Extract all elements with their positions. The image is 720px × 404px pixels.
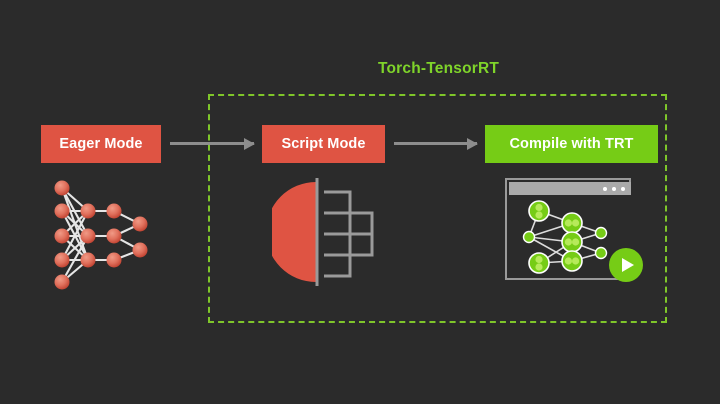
window-titlebar — [509, 182, 631, 195]
stage-label-script-mode: Script Mode — [281, 136, 366, 152]
stage-label-compile-with-trt: Compile with TRT — [509, 136, 634, 152]
compiled-engine-window-icon — [505, 178, 643, 288]
window-frame — [505, 178, 631, 280]
window-dot-icon — [621, 186, 625, 191]
window-dot-icon — [612, 186, 616, 191]
stage-box-script-mode[interactable]: Script Mode — [262, 125, 385, 163]
play-button[interactable] — [609, 248, 643, 282]
arrow-script-to-compile-icon — [394, 137, 478, 150]
script-serialization-glyph-icon — [266, 176, 382, 288]
stage-label-eager-mode: Eager Mode — [59, 136, 143, 152]
group-title: Torch-TensorRT — [378, 60, 500, 77]
arrow-eager-to-script-icon — [170, 137, 255, 150]
torch-tensorrt-group-boundary — [208, 94, 667, 323]
stage-box-compile-with-trt[interactable]: Compile with TRT — [485, 125, 658, 163]
play-icon — [621, 258, 634, 272]
stage-box-eager-mode[interactable]: Eager Mode — [41, 125, 161, 163]
window-body — [509, 195, 631, 278]
window-dot-icon — [603, 186, 607, 191]
neural-network-graph-icon — [40, 176, 165, 291]
